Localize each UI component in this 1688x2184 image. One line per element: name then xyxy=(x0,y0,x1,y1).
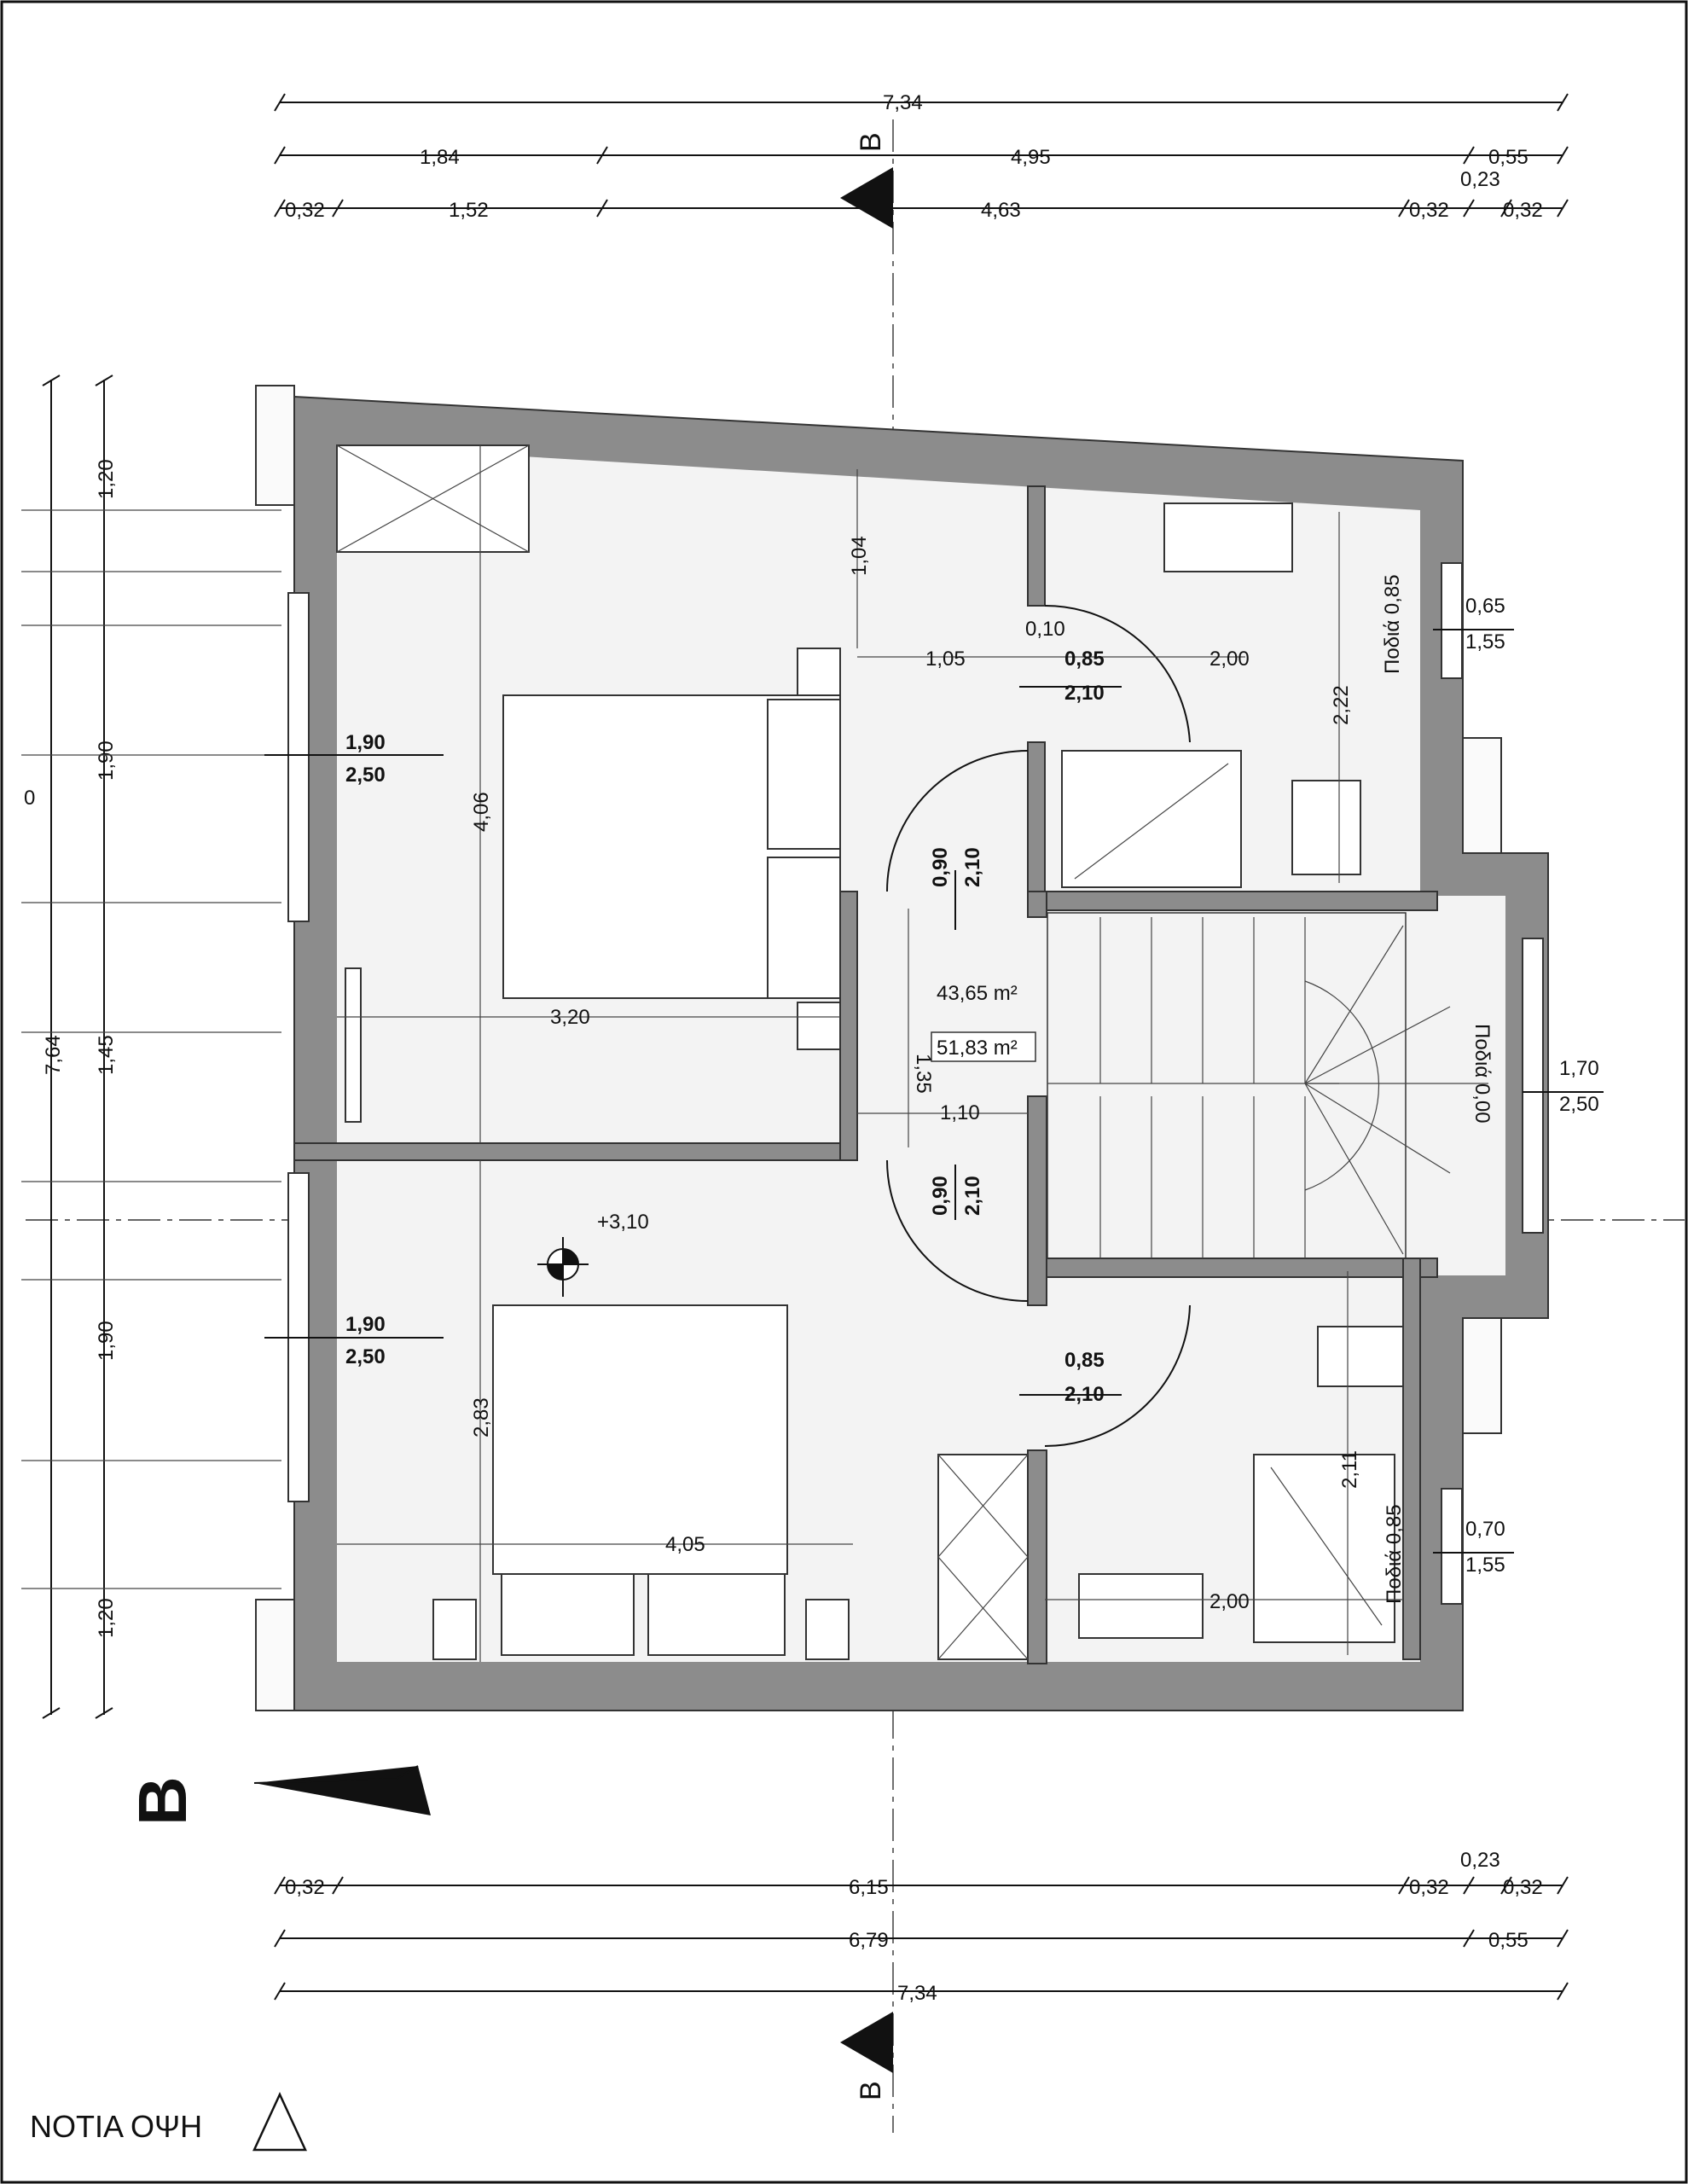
section-marker-top: B xyxy=(840,132,893,229)
shower-1 xyxy=(1061,750,1242,888)
bed2-width: 4,05 xyxy=(665,1533,705,1556)
hall-dim-2: 1,10 xyxy=(940,1101,980,1124)
sink-1 xyxy=(1163,502,1293,572)
top-row3-dim-1: 0,32 xyxy=(285,199,325,222)
svg-text:B: B xyxy=(855,2081,887,2100)
room-labels: 1,90 2,50 3,20 4,06 1,90 2,50 4,05 2,83 … xyxy=(345,536,1599,1613)
door-swing-4 xyxy=(1044,1304,1191,1447)
hall-area-gross: 51,83 m² xyxy=(937,1037,1018,1060)
staircase xyxy=(1047,912,1488,1259)
door4-w: 0,85 xyxy=(1064,1349,1105,1372)
bath2-d1: 2,00 xyxy=(1209,1590,1250,1613)
stair-sill: Ποδιά 0,00 xyxy=(1470,1024,1494,1124)
bottom-dimensions: 0,23 0,32 6,15 0,32 0,32 6,79 0,55 7,34 xyxy=(274,1849,1569,2005)
bed1-window-w: 1,90 xyxy=(345,731,386,754)
bath2-sill: Ποδιά 0,85 xyxy=(1383,1504,1406,1604)
bottom-total-dim: 7,34 xyxy=(897,1982,937,2005)
stair-win-h: 2,50 xyxy=(1559,1093,1599,1116)
stair-win-w: 1,70 xyxy=(1559,1057,1599,1080)
bath2-win-h: 1,55 xyxy=(1465,1554,1505,1577)
title-triangle-icon xyxy=(252,2092,307,2152)
bath1-d3: 2,22 xyxy=(1330,685,1353,725)
bed1-window-h: 2,50 xyxy=(345,764,386,787)
bath1-d1: 0,10 xyxy=(1025,618,1065,641)
svg-text:B: B xyxy=(125,1776,200,1826)
level-marker xyxy=(537,1237,589,1297)
door3-w: 0,85 xyxy=(1064,648,1105,671)
bath2-win-w: 0,70 xyxy=(1465,1518,1505,1541)
top-dim-2: 4,95 xyxy=(1011,146,1051,169)
shower-2 xyxy=(1253,1454,1395,1643)
left-part-2: 1,90 xyxy=(95,741,118,781)
bath1-d2: 2,00 xyxy=(1209,648,1250,671)
door-swing-1 xyxy=(886,750,1029,892)
bath1-sill: Ποδιά 0,85 xyxy=(1381,574,1404,674)
tv-unit xyxy=(345,967,362,1123)
door3-h: 2,10 xyxy=(1064,682,1105,705)
bed2-depth: 2,83 xyxy=(470,1397,493,1438)
top-dimensions: 7,34 1,84 4,95 0,55 0,23 0,32 1,52 4,63 … xyxy=(274,91,1569,222)
bed2-window-h: 2,50 xyxy=(345,1345,386,1368)
left-part-5: 1,20 xyxy=(95,1598,118,1638)
bottom-row1-dim-4: 0,32 xyxy=(1503,1876,1543,1899)
bottom-row2-dim-2: 0,55 xyxy=(1488,1929,1528,1952)
bottom-row1-dim-3: 0,32 xyxy=(1409,1876,1449,1899)
bath2-d2: 2,11 xyxy=(1338,1450,1361,1489)
top-dim-1: 1,84 xyxy=(420,146,460,169)
door2-h: 2,10 xyxy=(961,1176,984,1216)
left-part-1: 1,20 xyxy=(95,459,118,499)
door1-w: 0,90 xyxy=(929,847,952,887)
sink-2 xyxy=(1078,1573,1204,1639)
svg-text:B: B xyxy=(855,132,887,152)
hall-dim-3: 1,04 xyxy=(848,536,871,576)
hall-area-net: 43,65 m² xyxy=(937,982,1018,1005)
left-total-dim: 7,64 xyxy=(42,1035,65,1075)
door1-h: 2,10 xyxy=(961,847,984,887)
section-marker-bottom: B xyxy=(840,2012,893,2100)
top-row3-dim-4: 0,32 xyxy=(1409,199,1449,222)
top-total-dim: 7,34 xyxy=(883,91,923,114)
bottom-row2-dim-1: 6,79 xyxy=(849,1929,889,1952)
bath1-win-h: 1,55 xyxy=(1465,630,1505,653)
top-row3-dim-3: 4,63 xyxy=(981,199,1021,222)
wardrobe-2 xyxy=(937,1454,1029,1660)
orientation-marker: B xyxy=(125,1765,431,1826)
door-swing-3 xyxy=(1044,604,1191,743)
door4-h: 2,10 xyxy=(1064,1383,1105,1406)
bed1-depth: 4,06 xyxy=(470,792,493,832)
level-text: +3,10 xyxy=(597,1211,649,1234)
bed-2 xyxy=(492,1304,788,1575)
hall-dim-1: 1,35 xyxy=(912,1054,935,1094)
bed1-width: 3,20 xyxy=(550,1006,590,1029)
toilet-1 xyxy=(1291,780,1361,875)
top-row3-dim-2: 1,52 xyxy=(449,199,489,222)
door-swing-2 xyxy=(886,1159,1029,1302)
hall-dim-4: 1,05 xyxy=(925,648,966,671)
building xyxy=(255,385,1604,1711)
left-part-4: 1,90 xyxy=(95,1321,118,1361)
bottom-small-dim: 0,23 xyxy=(1460,1849,1500,1872)
bed2-window-w: 1,90 xyxy=(345,1313,386,1336)
left-part-3: 1,45 xyxy=(95,1035,118,1075)
bottom-row1-dim-1: 0,32 xyxy=(285,1876,325,1899)
left-cut-text: 0 xyxy=(24,787,35,810)
left-dimensions: 7,64 1,20 1,90 1,45 1,90 1,20 0 xyxy=(21,375,281,1719)
top-dim-3: 0,55 xyxy=(1488,146,1528,169)
toilet-2 xyxy=(1317,1326,1404,1387)
bottom-row1-dim-2: 6,15 xyxy=(849,1876,889,1899)
top-row3-dim-5: 0,32 xyxy=(1503,199,1543,222)
top-small-dim: 0,23 xyxy=(1460,168,1500,191)
door2-w: 0,90 xyxy=(929,1176,952,1216)
bath1-win-w: 0,65 xyxy=(1465,595,1505,618)
drawing-title: ΝΟΤΙΑ ΟΨΗ xyxy=(30,2109,202,2144)
